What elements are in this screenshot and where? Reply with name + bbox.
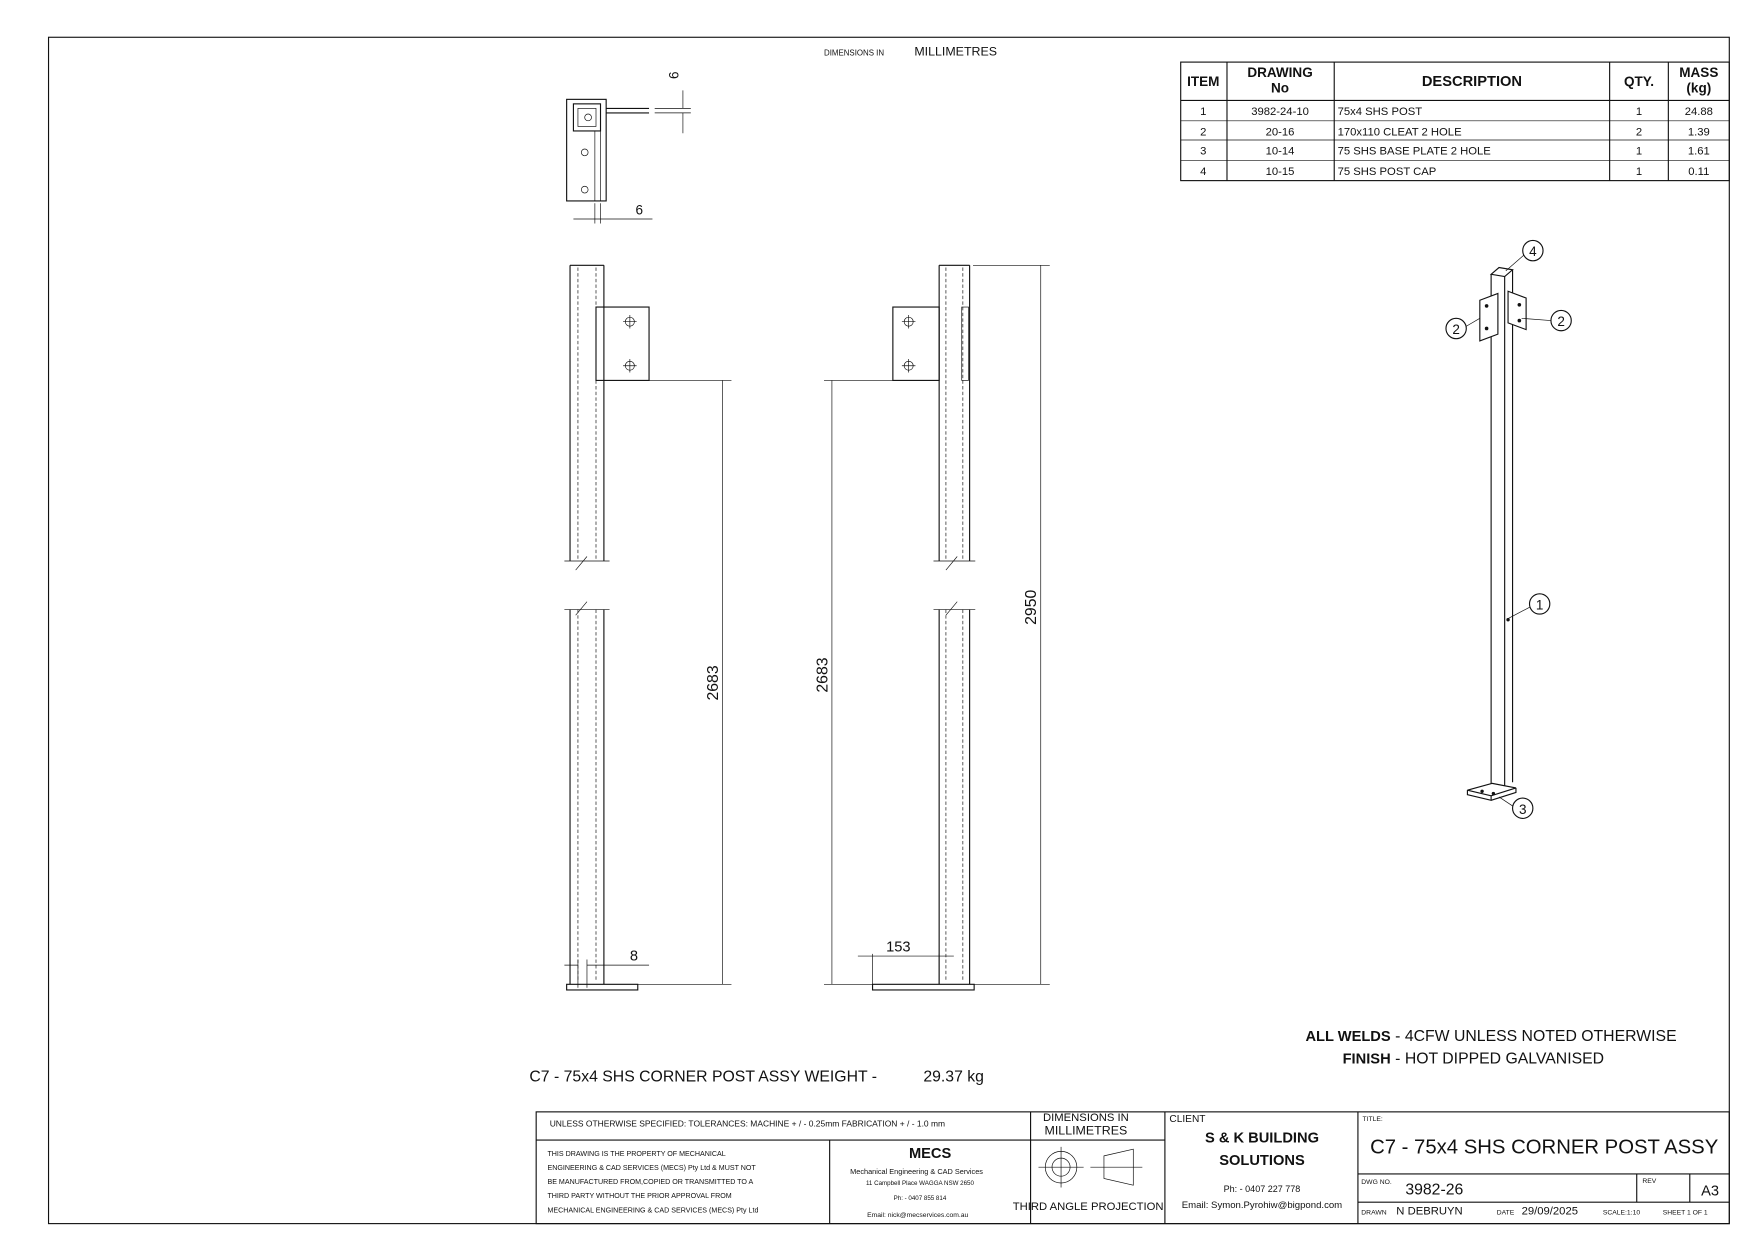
company-name: Mechanical Engineering & CAD Services bbox=[850, 1167, 983, 1176]
balloon-4: 4 bbox=[1522, 239, 1544, 262]
tb-dimensions-prefix: DIMENSIONS IN bbox=[1043, 1112, 1129, 1124]
sheet-size: A3 bbox=[1701, 1183, 1719, 1199]
bom-row: 1 3982-24-10 75x4 SHS POST 1 24.88 bbox=[1200, 106, 1713, 118]
bom-row: 4 10-15 75 SHS POST CAP 1 0.11 bbox=[1200, 166, 1709, 178]
title-label: TITLE: bbox=[1362, 1116, 1382, 1123]
bom-qty: 1 bbox=[1636, 146, 1642, 158]
welds-label: ALL WELDS bbox=[1305, 1029, 1390, 1045]
company-address: 11 Campbell Place WAGGA NSW 2650 bbox=[866, 1180, 975, 1187]
svg-text:2: 2 bbox=[1452, 322, 1460, 337]
svg-text:2: 2 bbox=[1557, 314, 1565, 329]
dim-left-8: 8 bbox=[630, 949, 638, 965]
client-email: Email: Symon.Pyrohiw@bigpond.com bbox=[1182, 1200, 1342, 1211]
client-name-line1: S & K BUILDING bbox=[1205, 1130, 1319, 1146]
bom-drawing-no: 10-14 bbox=[1266, 146, 1295, 158]
dimensions-prefix: DIMENSIONS IN bbox=[824, 48, 884, 57]
balloon-1: 1 bbox=[1528, 593, 1551, 615]
client-name-line2: SOLUTIONS bbox=[1219, 1153, 1305, 1169]
tb-dimensions-unit: MILLIMETRES bbox=[1045, 1123, 1128, 1137]
bom-header-item: ITEM bbox=[1187, 74, 1219, 89]
sheet-border bbox=[47, 36, 1730, 1225]
bom-mass: 1.39 bbox=[1688, 126, 1710, 138]
dwg-no: 3982-26 bbox=[1405, 1181, 1463, 1198]
bom-header-description: DESCRIPTION bbox=[1422, 74, 1522, 90]
bom-drawing-no: 10-15 bbox=[1266, 166, 1295, 178]
bom-qty: 1 bbox=[1636, 166, 1642, 178]
bom-description: 75x4 SHS POST bbox=[1338, 106, 1423, 118]
dim-mid-2950: 2950 bbox=[1023, 590, 1040, 625]
dim-plan-6-horizontal: 6 bbox=[636, 202, 644, 217]
rev-label: REV bbox=[1642, 1178, 1656, 1185]
drawn-label: DRAWN bbox=[1361, 1210, 1386, 1217]
sheet-number: SHEET 1 OF 1 bbox=[1663, 1210, 1708, 1217]
dimensions-unit: MILLIMETRES bbox=[914, 44, 997, 58]
company-email: Email: nick@mecservices.com.au bbox=[867, 1212, 968, 1219]
date-label: DATE bbox=[1497, 1210, 1515, 1217]
bom-mass: 0.11 bbox=[1688, 166, 1709, 178]
property-notice-line: THIRD PARTY WITHOUT THE PRIOR APPROVAL F… bbox=[547, 1192, 731, 1200]
plan-view: 6 6 bbox=[566, 71, 691, 224]
mecs-logo: MECS bbox=[909, 1146, 952, 1162]
finish-note: - HOT DIPPED GALVANISED bbox=[1395, 1050, 1604, 1067]
bom-drawing-no: 20-16 bbox=[1266, 126, 1295, 138]
drawn-by: N DEBRUYN bbox=[1396, 1206, 1462, 1218]
dim-mid-2683: 2683 bbox=[814, 657, 831, 692]
svg-text:1: 1 bbox=[1536, 598, 1544, 613]
welds-note: - 4CFW UNLESS NOTED OTHERWISE bbox=[1395, 1028, 1676, 1045]
property-notice-line: BE MANUFACTURED FROM,COPIED OR TRANSMITT… bbox=[547, 1178, 753, 1186]
bom-description: 170x110 CLEAT 2 HOLE bbox=[1338, 126, 1462, 138]
bom-item: 3 bbox=[1200, 146, 1206, 158]
dim-mid-153: 153 bbox=[886, 940, 910, 956]
balloon-2-right: 2 bbox=[1550, 309, 1572, 332]
bom-description: 75 SHS POST CAP bbox=[1338, 166, 1437, 178]
bom-item: 4 bbox=[1200, 166, 1206, 178]
scale: SCALE:1:10 bbox=[1603, 1210, 1640, 1217]
projection-label: THIRD ANGLE PROJECTION bbox=[1013, 1201, 1164, 1213]
bom-mass: 24.88 bbox=[1685, 106, 1713, 118]
bom-item: 1 bbox=[1200, 106, 1206, 118]
bom-mass: 1.61 bbox=[1688, 146, 1710, 158]
finish-label: FINISH bbox=[1343, 1051, 1391, 1067]
left-elevation: 2683 8 bbox=[564, 264, 732, 991]
drawing-title: C7 - 75x4 SHS CORNER POST ASSY bbox=[1370, 1137, 1719, 1159]
bom-row: 2 20-16 170x110 CLEAT 2 HOLE 2 1.39 bbox=[1200, 126, 1710, 138]
bom-row: 3 10-14 75 SHS BASE PLATE 2 HOLE 1 1.61 bbox=[1200, 146, 1710, 158]
property-notice-line: MECHANICAL ENGINEERING & CAD SERVICES (M… bbox=[547, 1206, 758, 1214]
title-block: UNLESS OTHERWISE SPECIFIED: TOLERANCES: … bbox=[535, 1111, 1730, 1225]
bom-drawing-no: 3982-24-10 bbox=[1251, 106, 1309, 118]
balloon-3: 3 bbox=[1512, 797, 1534, 819]
svg-text:3: 3 bbox=[1519, 802, 1527, 817]
bom-header-mass-unit: (kg) bbox=[1686, 81, 1711, 96]
dim-left-2683: 2683 bbox=[705, 665, 722, 700]
general-notes: ALL WELDS - 4CFW UNLESS NOTED OTHERWISE … bbox=[1305, 1028, 1676, 1068]
bom-header-qty: QTY. bbox=[1624, 74, 1654, 89]
front-elevation: 2683 2950 153 bbox=[814, 264, 1050, 991]
client-phone: Ph: - 0407 227 778 bbox=[1224, 1184, 1301, 1194]
isometric-view: 4 2 2 1 3 bbox=[1445, 239, 1572, 819]
bom-qty: 1 bbox=[1636, 106, 1642, 118]
third-angle-projection-symbol bbox=[1038, 1146, 1143, 1188]
balloon-2-left: 2 bbox=[1445, 317, 1467, 340]
bom-item: 2 bbox=[1200, 126, 1206, 138]
tolerances-note: UNLESS OTHERWISE SPECIFIED: TOLERANCES: … bbox=[550, 1119, 945, 1129]
client-label: CLIENT bbox=[1169, 1114, 1205, 1125]
svg-text:4: 4 bbox=[1529, 244, 1537, 259]
bom-qty: 2 bbox=[1636, 126, 1642, 138]
assembly-weight-value: 29.37 kg bbox=[923, 1068, 984, 1085]
dwg-no-label: DWG NO. bbox=[1361, 1179, 1392, 1186]
bom-table: ITEM DRAWING No DESCRIPTION QTY. MASS (k… bbox=[1180, 61, 1730, 182]
dim-plan-6-vertical: 6 bbox=[666, 71, 681, 79]
property-notice-line: THIS DRAWING IS THE PROPERTY OF MECHANIC… bbox=[547, 1150, 725, 1158]
company-phone: Ph: - 0407 855 814 bbox=[894, 1195, 947, 1202]
assembly-weight-label: C7 - 75x4 SHS CORNER POST ASSY WEIGHT - bbox=[529, 1068, 877, 1085]
bom-header-mass: MASS bbox=[1679, 65, 1718, 80]
drawing-date: 29/09/2025 bbox=[1522, 1206, 1578, 1218]
bom-description: 75 SHS BASE PLATE 2 HOLE bbox=[1338, 146, 1492, 158]
bom-header-drawing-no: No bbox=[1271, 81, 1289, 96]
bom-header-drawing: DRAWING bbox=[1247, 65, 1312, 80]
property-notice-line: ENGINEERING & CAD SERVICES (MECS) Pty Lt… bbox=[547, 1164, 756, 1172]
